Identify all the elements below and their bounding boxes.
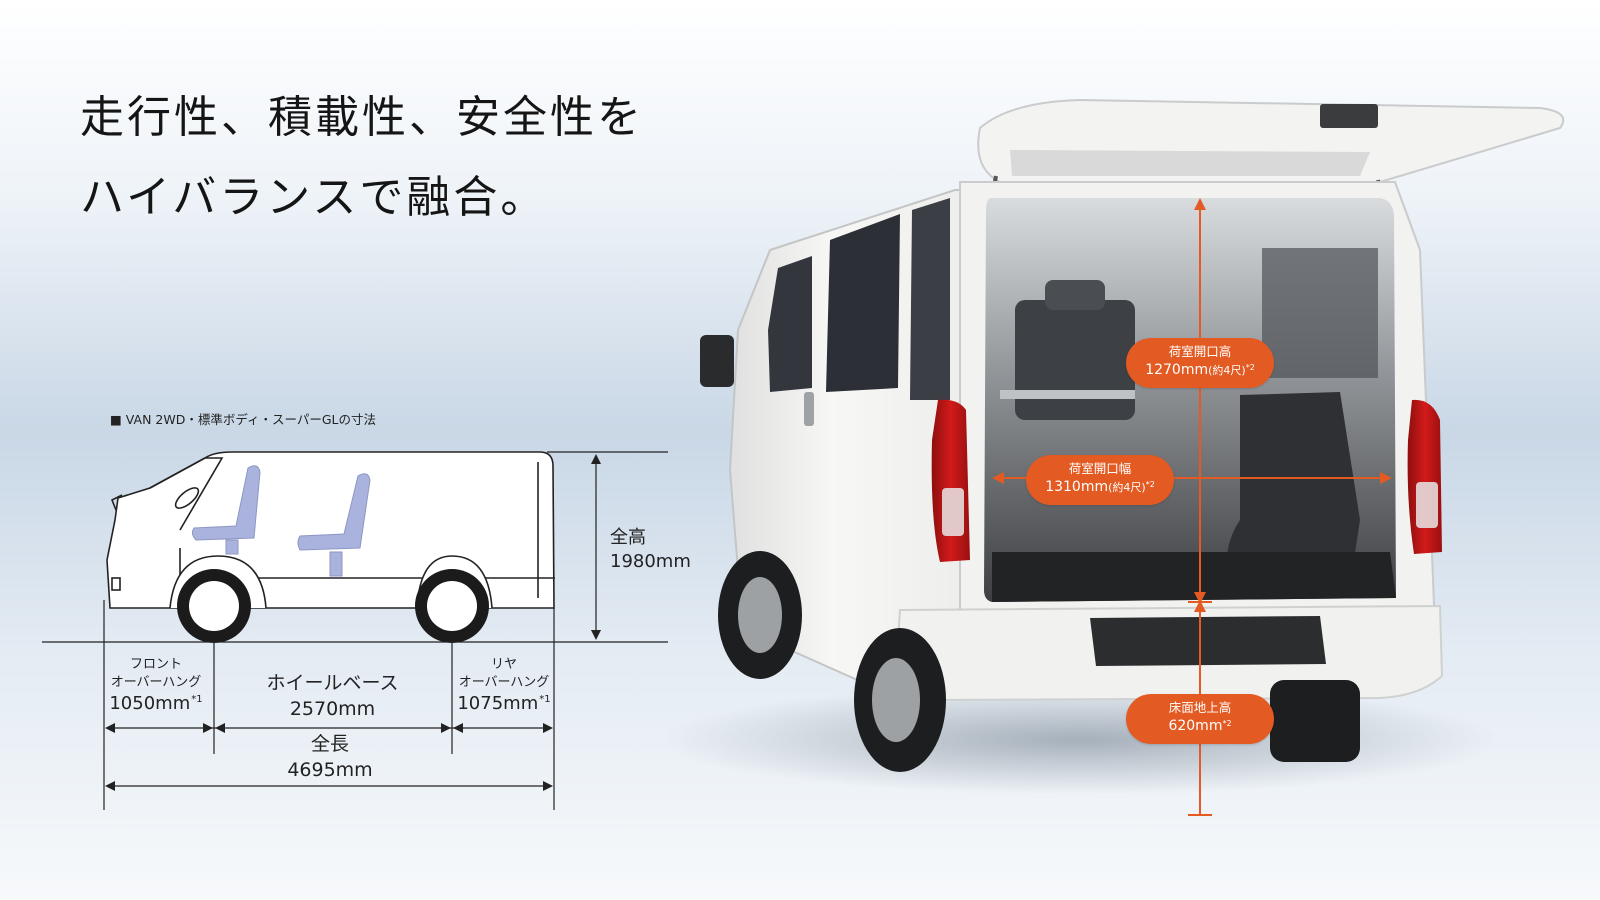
front-overhang-label-2: オーバーハング — [110, 675, 202, 690]
floor-height-row: 620mm*2 — [1126, 716, 1274, 736]
front-hub — [189, 581, 239, 631]
door-handle — [804, 392, 814, 426]
front-overhang-value: 1050mm — [109, 693, 191, 714]
partition-bar — [1000, 390, 1135, 399]
dim-arrow-icon — [441, 723, 451, 733]
front-overhang-label-1: フロント — [129, 657, 182, 672]
rear-overhang-note: *1 — [539, 694, 551, 705]
dim-arrow-icon — [453, 723, 463, 733]
interior-window — [1262, 248, 1378, 378]
opening-width-row: 1310mm(約4尺)*2 — [1026, 477, 1174, 498]
rear-seat-post — [329, 551, 343, 577]
opening-height-value: 1270mm — [1145, 362, 1209, 378]
length-value: 4695mm — [287, 759, 373, 781]
height-arrow-bottom-icon — [591, 630, 601, 640]
opening-height-note: *2 — [1245, 363, 1255, 372]
reverse-lamp-left — [942, 488, 964, 536]
dim-arrow-icon — [203, 723, 213, 733]
reverse-lamp-right — [1416, 482, 1438, 528]
opening-width-note: *2 — [1145, 480, 1155, 489]
dim-arrow-icon — [105, 723, 115, 733]
arrow-top-icon — [1194, 198, 1206, 210]
dim-arrow-icon — [543, 723, 553, 733]
opening-height-row: 1270mm(約4尺)*2 — [1126, 360, 1274, 381]
height-value: 1980mm — [610, 551, 691, 572]
arrow-right-icon — [1380, 472, 1392, 484]
cargo-opening-height-badge: 荷室開口高 1270mm(約4尺)*2 — [1126, 338, 1274, 388]
overall-length-label: 全長 4695mm — [250, 731, 410, 783]
spec-caption: ■ VAN 2WD・標準ボディ・スーパーGLの寸法 — [110, 412, 376, 427]
rear-wheel-right — [1270, 680, 1360, 762]
rear-overhang-value-row: 1075mm*1 — [452, 692, 556, 716]
interior-headrest — [1045, 280, 1105, 310]
side-mirror — [700, 335, 734, 387]
front-overhang-value-row: 1050mm*1 — [106, 692, 206, 716]
height-arrow-top-icon — [591, 454, 601, 464]
rear-hub — [427, 581, 477, 631]
rear-wiper-housing — [1320, 104, 1378, 128]
front-overhang-note: *1 — [191, 694, 203, 705]
opening-width-value: 1310mm — [1045, 479, 1109, 495]
headline-line-2: ハイバランスで融合。 — [80, 172, 548, 223]
sliding-door-window — [826, 214, 900, 392]
floor-height-label: 床面地上高 — [1168, 700, 1232, 715]
floor-height-value: 620mm — [1168, 718, 1223, 734]
length-label-text: 全長 — [310, 733, 349, 755]
rear-overhang-label-2: オーバーハング — [458, 675, 550, 690]
wheelbase-label: ホイールベース 2570mm — [230, 670, 435, 722]
arrow-floor-down-icon — [1194, 592, 1206, 604]
wheelbase-label-text: ホイールベース — [266, 672, 399, 694]
wheel-house-trim — [1226, 392, 1360, 586]
cargo-opening-width-badge: 荷室開口幅 1310mm(約4尺)*2 — [1026, 455, 1174, 505]
opening-height-label: 荷室開口高 — [1168, 344, 1232, 359]
arrow-floor-up-icon — [1194, 600, 1206, 612]
arrow-left-icon — [992, 472, 1004, 484]
fog-lamp-outline — [111, 577, 121, 591]
tailgate-inner-panel — [1010, 150, 1370, 176]
opening-width-sub: (約4尺) — [1108, 481, 1146, 494]
driver-seat-post — [225, 539, 239, 555]
wheelbase-value: 2570mm — [289, 698, 376, 720]
side-mirror-outline — [110, 494, 123, 511]
floor-height-note: *2 — [1222, 719, 1232, 728]
rear-overhang-label: リヤ オーバーハング 1075mm*1 — [452, 656, 556, 716]
rear-overhang-value: 1075mm — [457, 693, 539, 714]
windshield-line — [149, 457, 224, 531]
steering-wheel-icon — [174, 487, 200, 509]
height-label: 全高 — [610, 527, 646, 548]
front-wheel-rim — [738, 577, 782, 653]
dim-arrow-icon — [215, 723, 225, 733]
rear-overhang-label-1: リヤ — [490, 657, 517, 672]
headline-line-1: 走行性、積載性、安全性を — [80, 92, 644, 143]
opening-width-label: 荷室開口幅 — [1068, 461, 1132, 476]
headline: 走行性、積載性、安全性を ハイバランスで融合。 — [80, 78, 644, 238]
length-arrow-right-icon — [543, 781, 553, 791]
rear-wheel-rim — [872, 658, 920, 742]
front-overhang-label: フロント オーバーハング 1050mm*1 — [106, 656, 206, 716]
front-door-window — [768, 256, 812, 392]
driver-seat-icon — [191, 465, 261, 541]
cargo-floor — [992, 552, 1396, 602]
opening-height-sub: (約4尺) — [1208, 364, 1246, 377]
bumper-step — [1090, 616, 1326, 666]
length-arrow-left-icon — [105, 781, 115, 791]
overall-height-label: 全高 1980mm — [610, 526, 691, 574]
rear-quarter-window — [910, 198, 950, 400]
rear-seat-icon — [297, 473, 371, 551]
floor-height-badge: 床面地上高 620mm*2 — [1126, 694, 1274, 744]
